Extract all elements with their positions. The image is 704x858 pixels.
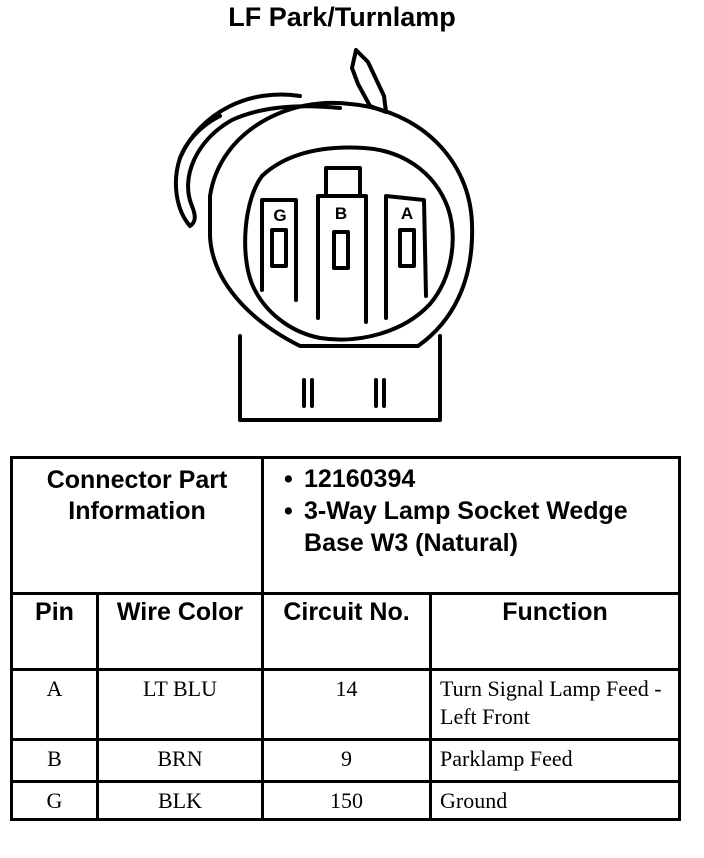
pin-label-g: G <box>273 206 286 225</box>
row-function: Parklamp Feed <box>429 738 682 783</box>
table-row: A LT BLU 14 Turn Signal Lamp Feed - Left… <box>10 668 682 741</box>
socket-inner <box>243 145 455 342</box>
row-pin: A <box>10 668 99 741</box>
row-circuit: 9 <box>261 738 433 783</box>
table-row: G BLK 150 Ground <box>10 780 682 821</box>
row-function: Turn Signal Lamp Feed - Left Front <box>429 668 682 741</box>
diagram-title: LF Park/Turnlamp <box>228 2 456 32</box>
pin-slot-g <box>260 198 298 302</box>
connector-part-label: Connector Part Information <box>9 456 265 595</box>
row-circuit: 150 <box>261 780 433 821</box>
row-wire-color: LT BLU <box>95 668 265 741</box>
row-pin: B <box>10 738 99 783</box>
pin-slot-a <box>384 194 428 320</box>
pin-label-a: A <box>401 204 413 223</box>
connector-part-row: Connector Part Information 12160394 3-Wa… <box>9 456 682 595</box>
header-pin: Pin <box>10 592 99 671</box>
header-function: Function <box>429 592 682 671</box>
connector-drawing: G B A <box>173 48 475 422</box>
table-header-row: Pin Wire Color Circuit No. Function <box>10 592 682 671</box>
terminal-a <box>398 228 416 268</box>
connector-info-table: Connector Part Information 12160394 3-Wa… <box>9 456 682 821</box>
terminal-g <box>270 228 288 268</box>
connector-part-details: 12160394 3-Way Lamp Socket Wedge Base W3… <box>261 456 682 595</box>
row-wire-color: BLK <box>95 780 265 821</box>
row-function: Ground <box>429 780 682 821</box>
part-description: 3-Way Lamp Socket Wedge Base W3 (Natural… <box>284 495 678 559</box>
header-wire-color: Wire Color <box>95 592 265 671</box>
row-wire-color: BRN <box>95 738 265 783</box>
row-pin: G <box>10 780 99 821</box>
terminal-b <box>332 230 350 270</box>
header-circuit: Circuit No. <box>261 592 433 671</box>
housing-outer <box>208 100 475 348</box>
housing-base <box>238 334 442 422</box>
table-row: B BRN 9 Parklamp Feed <box>10 738 682 783</box>
pin-slot-b <box>316 194 368 324</box>
row-circuit: 14 <box>261 668 433 741</box>
pin-label-b: B <box>335 204 347 223</box>
latch-arm <box>350 48 388 114</box>
part-number: 12160394 <box>284 463 678 495</box>
